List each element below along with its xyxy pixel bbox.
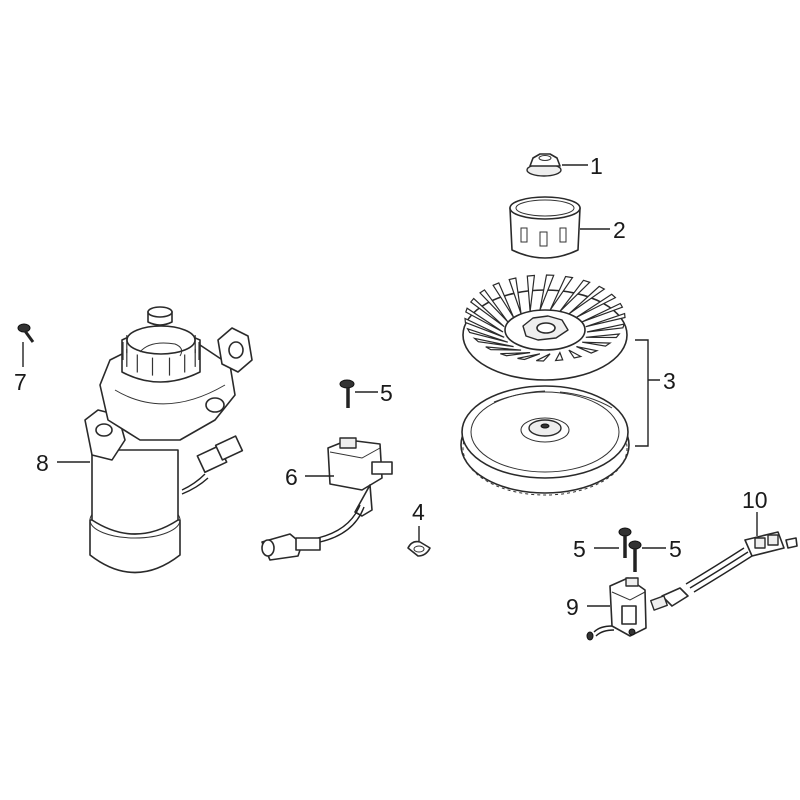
fan-fin <box>586 323 626 333</box>
fan-fin <box>508 277 522 315</box>
part-bolt-5-right <box>628 540 642 572</box>
fan-fin <box>466 327 508 343</box>
fan-fin <box>585 333 621 339</box>
fan-fin <box>559 279 591 312</box>
fan-fin <box>485 346 522 351</box>
part-bolt-5-upper <box>339 379 355 408</box>
part-starter-cup <box>509 196 581 259</box>
part-ignition-coil <box>261 437 393 561</box>
fan-fin <box>479 289 509 323</box>
fan-fin <box>582 341 612 347</box>
callout-8: 8 <box>36 450 49 476</box>
callout-5-upper: 5 <box>380 380 393 406</box>
part-wire-clip <box>407 540 431 557</box>
part-charging-module <box>586 577 647 641</box>
fan-fin <box>554 351 564 362</box>
fan-fin <box>568 285 606 315</box>
part-starter-motor <box>84 306 253 574</box>
fan-fin <box>568 349 583 359</box>
fan-fin <box>576 346 599 354</box>
fan-fin <box>500 352 531 357</box>
callout-1: 1 <box>590 153 603 179</box>
callout-9: 9 <box>566 594 579 620</box>
part-bolt-5-left <box>618 527 632 558</box>
fan-fin <box>464 317 505 338</box>
part-flywheel <box>460 274 630 496</box>
callout-4: 4 <box>412 499 425 525</box>
callout-10: 10 <box>742 487 768 513</box>
fan-fin <box>517 353 541 361</box>
callout-7: 7 <box>14 369 27 395</box>
part-wire-harness <box>650 531 798 611</box>
fan-fin <box>549 275 574 311</box>
bracket-3 <box>635 339 660 447</box>
fan-fin <box>539 274 555 311</box>
fan-fin <box>472 337 514 348</box>
flywheel-fins <box>464 274 626 362</box>
fan-fin <box>581 302 624 323</box>
callout-3: 3 <box>663 368 676 394</box>
part-flange-nut <box>526 153 562 177</box>
part-bolt-small <box>17 323 35 343</box>
fan-fin <box>576 293 617 318</box>
callout-6: 6 <box>285 464 298 490</box>
fan-fin <box>469 297 505 328</box>
callout-5-right: 5 <box>669 536 682 562</box>
fan-fin <box>492 282 515 318</box>
callout-5-left: 5 <box>573 536 586 562</box>
fan-fin <box>536 353 551 362</box>
fan-fin <box>465 307 504 333</box>
fan-fin <box>585 312 626 328</box>
callout-2: 2 <box>613 217 626 243</box>
fan-fin <box>526 274 536 312</box>
